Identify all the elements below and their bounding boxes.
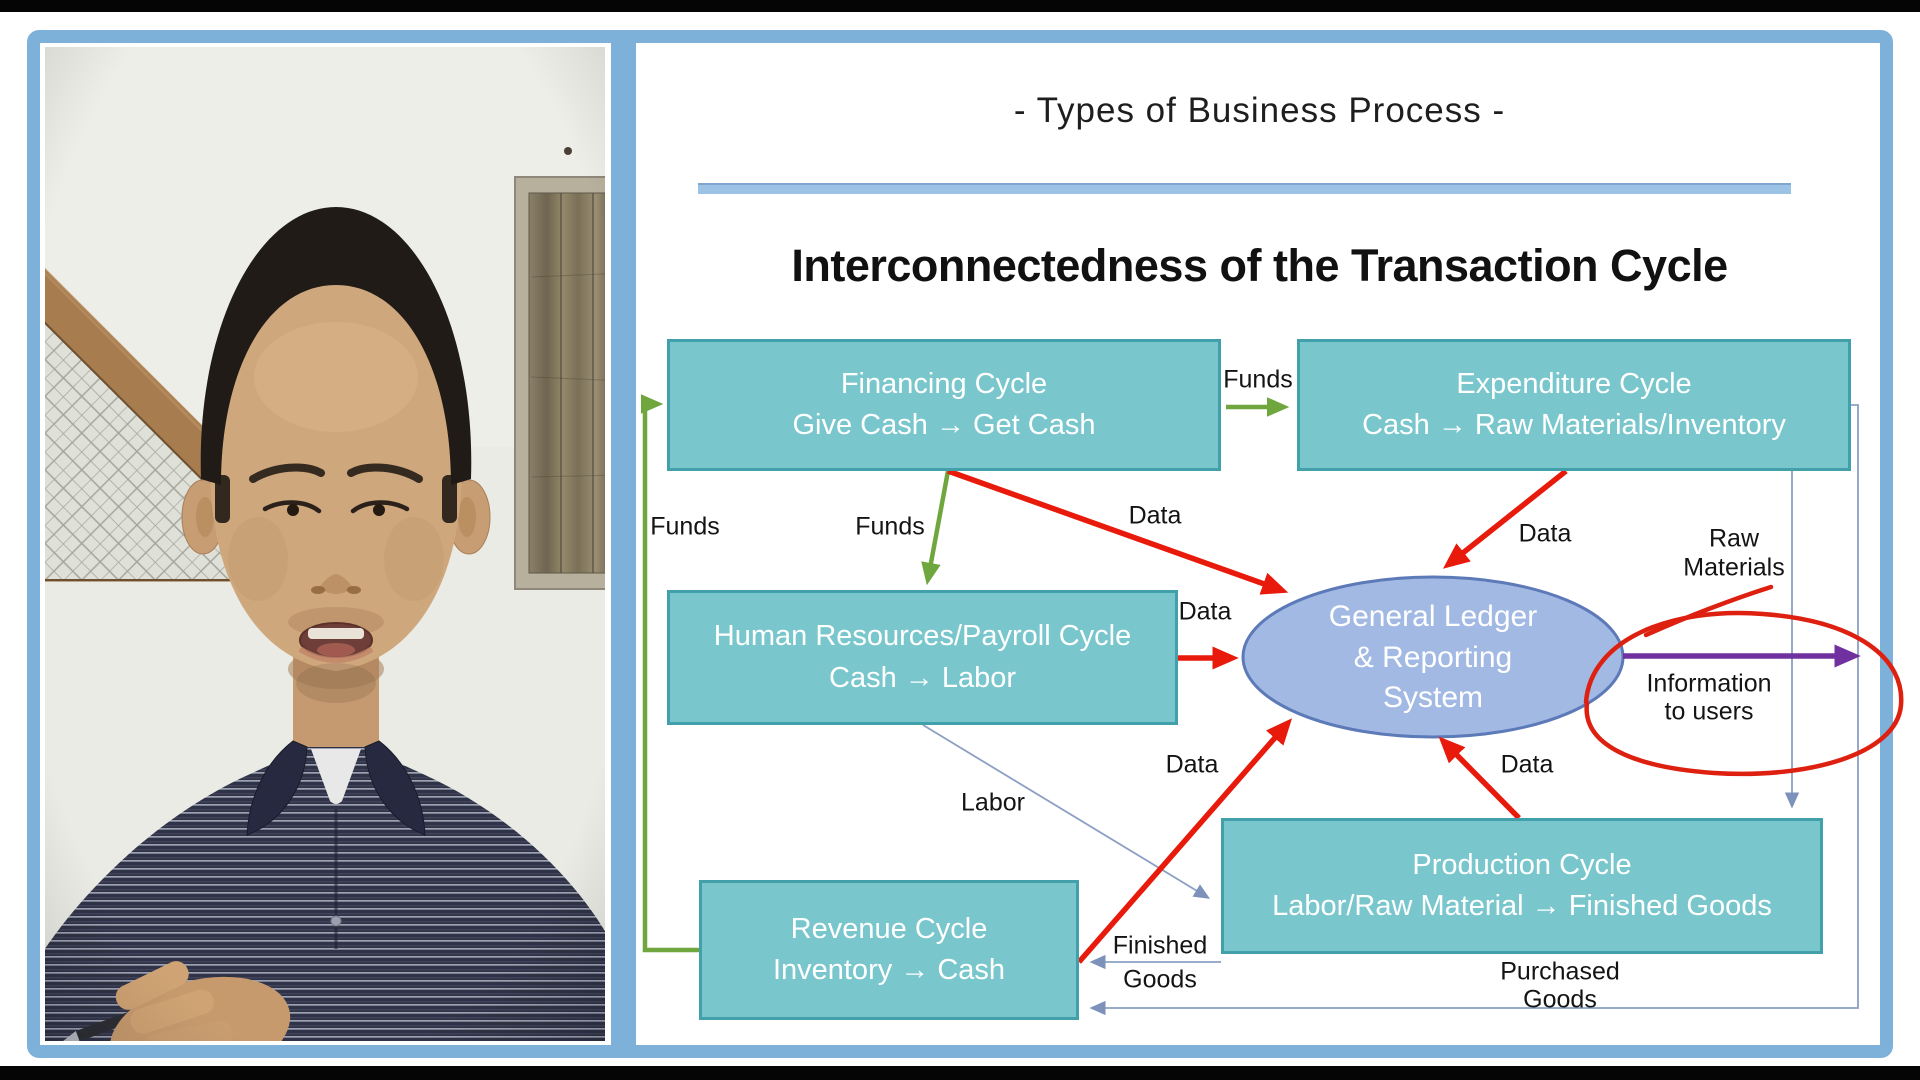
label-funds-mid: Funds [855, 512, 925, 541]
arrow-data-revenue [1076, 718, 1293, 964]
label-finished-1: Finished [1112, 931, 1208, 960]
label-raw-materials-1: Raw [1708, 524, 1760, 553]
arrow-data-financing [947, 468, 1289, 595]
box-financing-line1: Financing Cycle [840, 367, 1048, 400]
box-production-cycle: Production Cycle Labor/Raw Material → Fi… [1221, 818, 1823, 954]
arrow-data-production [1438, 736, 1521, 820]
box-revenue-line2: Inventory → Cash [772, 954, 1006, 986]
label-funds-top: Funds [1223, 365, 1293, 394]
presenter-scene [45, 47, 605, 1041]
arrow-data-expenditure [1442, 468, 1568, 569]
diagram-connectors [640, 394, 1904, 1016]
box-revenue-line1: Revenue Cycle [790, 912, 988, 945]
label-labor: Labor [961, 788, 1025, 817]
box-financing-cycle: Financing Cycle Give Cash → Get Cash [667, 339, 1221, 471]
camera-vignette [45, 47, 605, 1041]
label-information-2: to users [1664, 697, 1754, 726]
label-data-hr: Data [1178, 597, 1232, 626]
label-purchased-2: Goods [1523, 985, 1597, 1014]
box-revenue-cycle: Revenue Cycle Inventory → Cash [699, 880, 1079, 1020]
label-finished-2: Goods [1123, 965, 1197, 994]
label-data-expenditure: Data [1518, 519, 1572, 548]
ledger-line1: General Ledger [1328, 599, 1538, 633]
label-data-revenue: Data [1165, 750, 1219, 779]
label-information-1: Information [1646, 669, 1772, 698]
box-production-line1: Production Cycle [1412, 848, 1632, 881]
box-hr-line1: Human Resources/Payroll Cycle [713, 620, 1132, 653]
panel-divider [611, 30, 636, 1058]
connector-purchased-goods [1089, 404, 1859, 1016]
ledger-line3: System [1382, 681, 1484, 715]
slide-title: - Types of Business Process - [1013, 91, 1506, 130]
label-raw-materials-2: Materials [1683, 553, 1785, 582]
webcam-panel [45, 47, 605, 1041]
label-funds-left: Funds [650, 512, 720, 541]
letterbox-top [0, 0, 1920, 12]
box-expenditure-cycle: Expenditure Cycle Cash → Raw Materials/I… [1297, 339, 1851, 471]
box-hr-line2: Cash → Labor [829, 661, 1016, 694]
label-data-financing: Data [1128, 501, 1182, 530]
box-production-line2: Labor/Raw Material → Finished Goods [1272, 890, 1772, 922]
general-ledger-label: General Ledger & Reporting System [1273, 596, 1593, 720]
slide-panel: - Types of Business Process - Interconne… [640, 47, 1904, 1041]
label-purchased-1: Purchased [1500, 957, 1620, 986]
title-underline [698, 183, 1791, 194]
slide-heading: Interconnectedness of the Transaction Cy… [791, 240, 1728, 291]
box-financing-line2: Give Cash → Get Cash [792, 409, 1096, 441]
letterbox-bottom [0, 1066, 1920, 1080]
red-annotation-circle [1583, 584, 1904, 777]
arrow-funds-financing-to-hr [921, 470, 951, 586]
box-expenditure-line2: Cash → Raw Materials/Inventory [1362, 409, 1786, 441]
arrow-funds-revenue-to-financing [640, 394, 699, 953]
box-hr-payroll-cycle: Human Resources/Payroll Cycle Cash → Lab… [667, 590, 1178, 725]
ledger-line2: & Reporting [1353, 640, 1513, 674]
label-data-production: Data [1500, 750, 1554, 779]
box-expenditure-line1: Expenditure Cycle [1456, 367, 1692, 400]
